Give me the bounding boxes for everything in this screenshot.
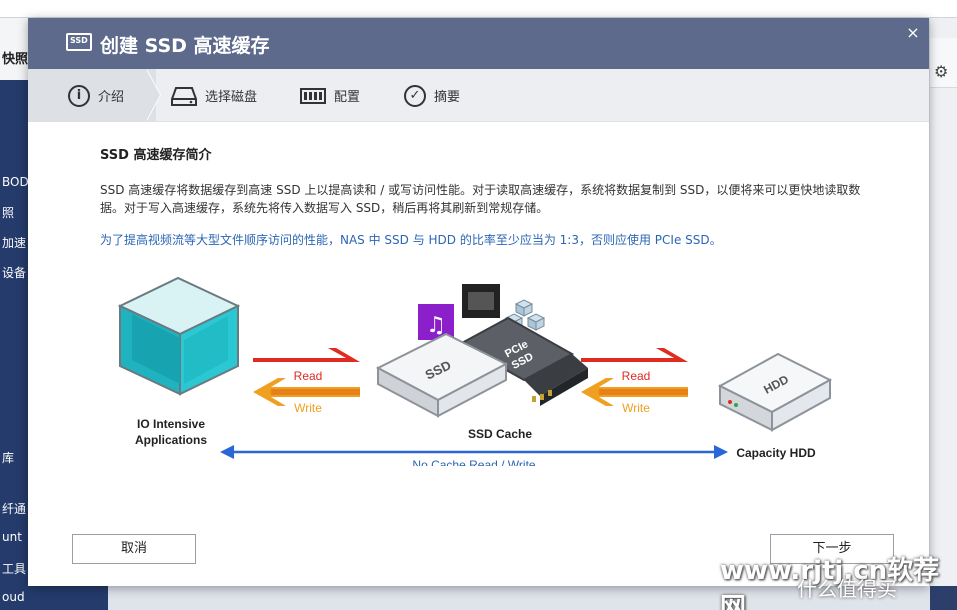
ssd-icon: SSD bbox=[66, 33, 92, 51]
step-intro[interactable]: i 介绍 bbox=[68, 69, 124, 122]
disk-icon bbox=[171, 86, 197, 106]
background-sidebar-item[interactable]: unt bbox=[2, 530, 22, 544]
next-button[interactable]: 下一步 bbox=[770, 534, 894, 564]
left-read-arrow bbox=[253, 348, 360, 362]
data-blocks-icon bbox=[504, 299, 546, 331]
background-sidebar-item[interactable]: 工具 bbox=[2, 562, 27, 576]
step-summary[interactable]: ✓ 摘要 bbox=[404, 69, 460, 122]
close-icon[interactable]: × bbox=[906, 23, 920, 42]
create-ssd-cache-dialog: SSD 创建 SSD 高速缓存 × i 介绍 选择磁盘 bbox=[28, 18, 929, 586]
ssd-drive-icon bbox=[375, 332, 509, 418]
ssd-cache-label: SSD Cache bbox=[468, 427, 532, 441]
dialog-titlebar: SSD 创建 SSD 高速缓存 × bbox=[28, 18, 929, 69]
background-sidebar-item[interactable]: 照 bbox=[2, 206, 15, 220]
right-write-arrow bbox=[581, 378, 688, 406]
no-cache-label: No Cache Read / Write bbox=[412, 458, 535, 466]
background-sidebar-item[interactable]: 库 bbox=[2, 451, 15, 465]
right-write-label: Write bbox=[622, 401, 650, 415]
pcie-ssd-card-icon bbox=[457, 316, 588, 406]
background-sidebar-item[interactable]: BOD bbox=[2, 175, 29, 189]
config-icon bbox=[300, 87, 326, 104]
step-label: 介绍 bbox=[98, 90, 125, 105]
step-label: 摘要 bbox=[434, 90, 461, 105]
io-app-label-line2: Applications bbox=[135, 433, 207, 447]
film-icon bbox=[462, 284, 500, 318]
background-bottom-corner bbox=[930, 586, 957, 610]
watermark-sub: 什么值得买 bbox=[797, 577, 897, 601]
hdd-drive-icon bbox=[717, 352, 833, 432]
io-app-label-line1: IO Intensive bbox=[137, 417, 205, 431]
section-description: SSD 高速缓存将数据缓存到高速 SSD 上以提高读和 / 或写访问性能。对于读… bbox=[100, 183, 861, 215]
svg-text:♫: ♫ bbox=[426, 313, 446, 338]
watermark-site: www.rjtj.cn软荐网 bbox=[720, 556, 940, 610]
capacity-hdd-label: Capacity HDD bbox=[736, 446, 816, 460]
step-config[interactable]: 配置 bbox=[300, 69, 360, 122]
background-right-toolbar: ⚙ bbox=[930, 38, 957, 88]
active-step-highlight bbox=[28, 69, 156, 122]
background-sidebar-item[interactable]: 纤通 bbox=[2, 502, 27, 516]
background-sidebar-header-label: 快照 bbox=[2, 52, 29, 67]
background-right-panel: ⚙ bbox=[930, 18, 957, 610]
no-cache-double-arrow bbox=[220, 445, 728, 459]
info-icon: i bbox=[68, 84, 90, 107]
section-heading: SSD 高速缓存简介 bbox=[100, 148, 212, 163]
left-write-label: Write bbox=[294, 401, 322, 415]
right-read-label: Read bbox=[622, 369, 651, 383]
check-circle-icon: ✓ bbox=[404, 84, 426, 107]
background-top-bar bbox=[0, 0, 957, 18]
background-sidebar-item[interactable]: 加速 bbox=[2, 236, 27, 250]
active-step-arrow bbox=[146, 69, 160, 121]
cancel-button[interactable]: 取消 bbox=[72, 534, 196, 564]
step-label: 选择磁盘 bbox=[205, 90, 258, 105]
left-read-label: Read bbox=[294, 369, 323, 383]
section-note: 为了提高视频流等大型文件顺序访问的性能，NAS 中 SSD 与 HDD 的比率至… bbox=[100, 233, 722, 247]
ssd-icon-label: SSD bbox=[70, 36, 88, 45]
wizard-steps: i 介绍 选择磁盘 配置 ✓ 摘要 bbox=[28, 69, 929, 122]
gear-icon[interactable]: ⚙ bbox=[934, 62, 949, 81]
step-label: 配置 bbox=[334, 90, 361, 105]
step-select-disk[interactable]: 选择磁盘 bbox=[171, 69, 257, 122]
right-read-arrow bbox=[581, 348, 688, 362]
dialog-title: 创建 SSD 高速缓存 bbox=[100, 35, 270, 57]
left-write-arrow bbox=[253, 378, 360, 406]
io-application-cube-icon bbox=[117, 276, 241, 396]
ssd-cache-diagram: IO Intensive Applications Read Write ♫ bbox=[117, 276, 833, 466]
background-sidebar-item[interactable]: oud bbox=[2, 590, 25, 604]
background-sidebar-item[interactable]: 设备 bbox=[2, 266, 27, 280]
